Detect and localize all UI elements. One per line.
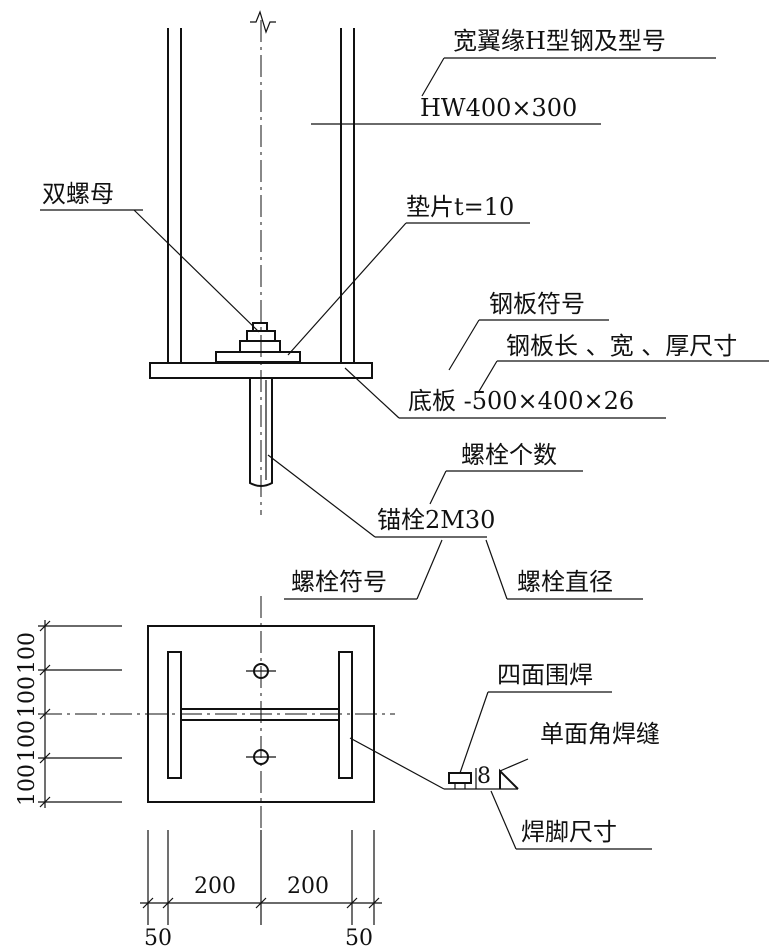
label-bolt-count: 螺栓个数: [461, 441, 557, 469]
column-flange-left: [167, 28, 182, 363]
plan-flange-left: [167, 651, 182, 779]
label-bolt-symbol: 螺栓符号: [291, 568, 387, 596]
plan-bolt-hole-top: [246, 663, 276, 679]
plan-flange-right: [338, 651, 353, 779]
dim-left-3: 100: [15, 720, 40, 762]
washer: [215, 351, 301, 363]
fillet-weld-triangle: [499, 768, 519, 790]
leader-anchor-bolt: [267, 454, 487, 538]
dim-bottom-50-left: 50: [144, 926, 172, 949]
label-bolt-diameter: 螺栓直径: [517, 568, 613, 596]
leader-h-steel: [311, 57, 716, 125]
all-around-weld-symbol: [448, 772, 472, 784]
label-h-steel-spec: HW400×300: [420, 94, 577, 122]
plan-view: 四面围焊 单面角焊缝 8 焊脚尺寸 100 100 100 100: [15, 596, 660, 949]
leader-bolt-diameter: [485, 539, 643, 600]
leader-double-nut: [40, 209, 260, 333]
leader-all-around-weld: [459, 691, 612, 774]
elevation-view: 宽翼缘H型钢及型号 HW400×300 双螺母 垫片t=10 钢板符号 钢板长 …: [40, 10, 769, 600]
leader-bolt-count: [429, 470, 583, 505]
label-h-steel-title: 宽翼缘H型钢及型号: [453, 27, 666, 55]
label-anchor-bolt-spec: 锚栓2M30: [377, 506, 495, 534]
label-fillet-weld: 单面角焊缝: [540, 720, 660, 748]
label-plate-symbol: 钢板符号: [489, 290, 585, 318]
label-washer: 垫片t=10: [406, 193, 514, 221]
bolt-top: [252, 322, 268, 332]
leader-plate-dims: [477, 360, 769, 394]
dim-left-4: 100: [15, 764, 40, 806]
dim-left-2: 100: [15, 676, 40, 718]
dimension-bottom: [140, 830, 382, 925]
label-base-plate-spec: 底板 -500×400×26: [408, 387, 634, 415]
leader-base-plate: [344, 367, 666, 419]
column-flange-right: [340, 28, 355, 363]
weld-symbol: [349, 737, 529, 790]
leader-weld-leg-size: [490, 790, 652, 850]
dim-bottom-200-right: 200: [287, 874, 329, 899]
break-mark: [250, 10, 276, 34]
dim-bottom-50-right: 50: [345, 926, 373, 949]
dim-bottom-200-left: 200: [194, 874, 236, 899]
leader-bolt-symbol: [284, 539, 443, 600]
nut-lower: [239, 340, 281, 353]
leader-washer: [287, 222, 530, 356]
plan-base-plate: [147, 625, 375, 803]
label-weld-leg-size: 焊脚尺寸: [521, 818, 617, 846]
label-double-nut: 双螺母: [42, 180, 114, 208]
plan-web: [180, 708, 340, 721]
label-plate-dims: 钢板长 、宽 、厚尺寸: [506, 332, 737, 360]
anchor-bolt-shank: [249, 378, 273, 487]
dimension-left: [38, 620, 122, 808]
dim-left-1: 100: [15, 632, 40, 674]
label-weld-size: 8: [477, 764, 491, 789]
leader-plate-symbol: [448, 319, 609, 371]
label-all-around-weld: 四面围焊: [497, 661, 593, 689]
plan-bolt-hole-bottom: [246, 749, 276, 765]
